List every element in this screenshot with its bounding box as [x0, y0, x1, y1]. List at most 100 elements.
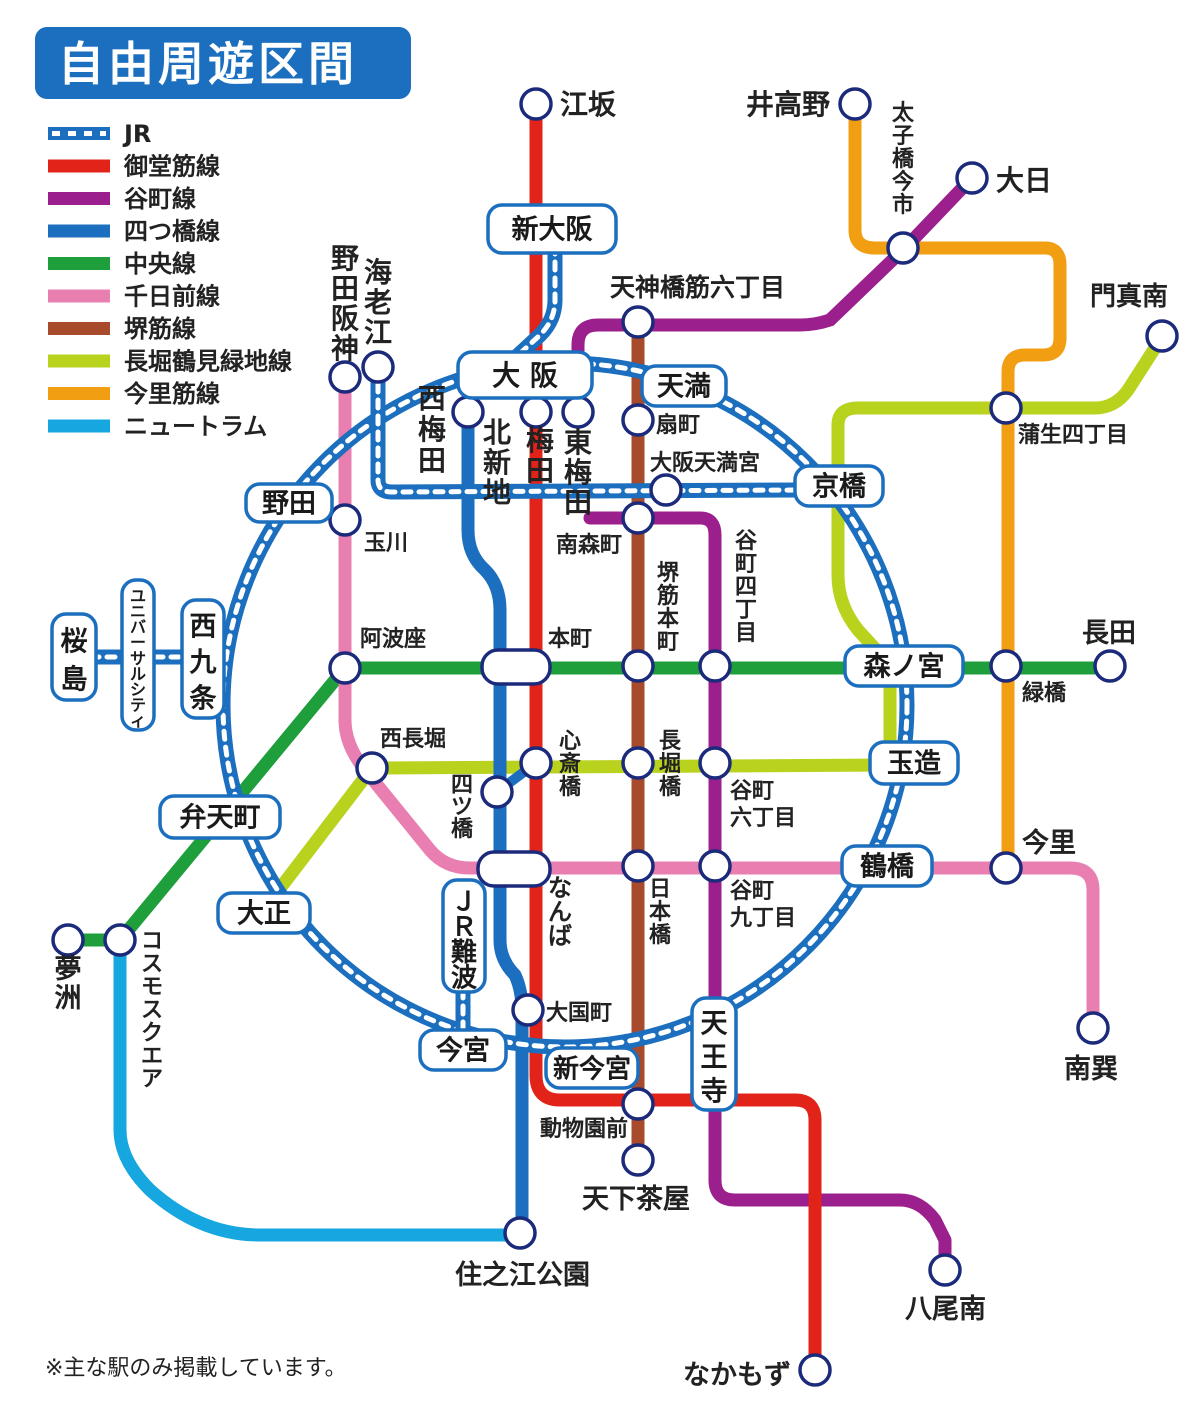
- text-idakano: 井高野: [746, 88, 830, 121]
- box-sakurajima: [50, 612, 98, 702]
- text-nishi-umeda: 西梅田: [418, 382, 446, 477]
- box-tsuruhashi: [840, 844, 934, 888]
- legend-label: 谷町線: [124, 185, 196, 213]
- station-nipponbashi: [621, 849, 655, 883]
- text-imazato: 今里: [1022, 827, 1076, 859]
- station-shinsaibashi: [519, 746, 553, 780]
- station-umeda: [519, 395, 553, 429]
- legend-label: JR: [122, 120, 151, 148]
- midosuji-line: [529, 99, 822, 1377]
- text-tanimachi9: 谷町九丁目: [729, 879, 796, 931]
- text-honmachi: 本町: [548, 627, 592, 652]
- station-dobutsuen: [621, 1087, 655, 1121]
- box-jr-namba: [441, 878, 487, 994]
- line-icon: [48, 159, 110, 173]
- text-midoribashi: 緑橋: [1022, 680, 1067, 706]
- box-taisho: [216, 891, 312, 935]
- label-kyobashi: 京橋: [812, 471, 867, 503]
- text-cosmo: コスモスクエア: [141, 929, 163, 1092]
- legend-label: 堺筋線: [124, 315, 196, 343]
- text-kita-shinchi: 北新地: [483, 416, 511, 509]
- text-nipponbashi: 日本橋: [649, 877, 672, 948]
- station-esaka: [519, 87, 553, 121]
- sennichimae-line: [338, 371, 1100, 1035]
- legend-label: 四つ橋線: [124, 218, 220, 246]
- text-dobutsuen: 動物園前: [540, 1116, 628, 1142]
- text-taishibashi: 太子橋今市: [892, 101, 915, 218]
- label-tenma: 天満: [657, 372, 711, 403]
- text-yotsubashi-st: 四ツ橋: [451, 773, 474, 842]
- text-shinsaibashi: 心斎橋: [559, 729, 582, 800]
- jr-tozai-dashes: [375, 365, 803, 495]
- station-tenjinbashi: [621, 305, 655, 339]
- text-awaza: 阿波座: [360, 626, 426, 652]
- label-taisho: 大正: [237, 899, 291, 930]
- box-tenma: [640, 364, 728, 408]
- text-umeda: 梅田: [526, 424, 554, 487]
- station-higashi-umeda: [561, 395, 595, 429]
- station-minami-tatsumi: [1076, 1011, 1110, 1045]
- station-awaza: [328, 651, 362, 685]
- text-esaka: 江坂: [560, 88, 616, 121]
- box-tennoji: [690, 996, 738, 1112]
- legend-label: 御堂筋線: [123, 153, 220, 181]
- box-universal: [120, 578, 156, 732]
- station-tanimachi4: [698, 649, 732, 683]
- station-suminoe: [503, 1216, 537, 1250]
- yotsubashi-line: [461, 408, 529, 1242]
- station-taishibashi: [886, 231, 920, 265]
- station-dainichi: [955, 161, 989, 195]
- station-tanimachi6: [698, 746, 732, 780]
- box-bentencho: [158, 794, 282, 840]
- label-shin-imamiya: 新今宮: [553, 1053, 631, 1084]
- map-title: 自由周遊区間: [58, 37, 358, 91]
- box-kyobashi: [793, 464, 885, 508]
- box-imamiya: [418, 1028, 508, 1072]
- text-minami-morimachi: 南森町: [556, 532, 622, 558]
- legend-label: 千日前線: [124, 283, 220, 311]
- station-gamo: [989, 391, 1023, 425]
- box-shin-imamiya: [544, 1046, 640, 1090]
- box-shin-osaka: [486, 203, 618, 255]
- nagahori-line: [268, 333, 1167, 902]
- label-universal: ユニバーサルシティ: [130, 587, 146, 730]
- station-ogimachi: [621, 403, 655, 437]
- text-tamagawa: 玉川: [364, 531, 408, 556]
- legend-label: 長堀鶴見緑地線: [124, 348, 292, 376]
- jr-line-icon: [48, 127, 110, 140]
- imazatosuji-line: [848, 99, 1067, 875]
- station-yotsubashi-st: [480, 775, 514, 809]
- text-nagata: 長田: [1082, 618, 1136, 649]
- station-yumeshima: [51, 923, 85, 957]
- label-bentencho: 弁天町: [180, 803, 261, 834]
- station-nakamozu: [798, 1353, 832, 1387]
- station-honmachi: [480, 648, 552, 686]
- station-tamagawa: [328, 503, 362, 537]
- text-higashi-umeda: 東梅田: [564, 426, 592, 519]
- station-ebie: [361, 350, 395, 384]
- line-icon: [48, 289, 110, 303]
- label-shin-osaka: 新大阪: [512, 214, 593, 246]
- tanimachi-line: [571, 173, 977, 1277]
- text-gamo: 蒲生四丁目: [1018, 423, 1128, 448]
- jr-shinosaka-dashes: [497, 227, 558, 375]
- title-box: 自由周遊区間: [35, 27, 411, 99]
- box-osaka: [456, 350, 594, 400]
- label-nishikujo: 西九条: [190, 612, 218, 715]
- line-icon: [48, 224, 110, 238]
- label-tamatsukuri: 玉造: [887, 749, 941, 780]
- newtram-line: [113, 933, 527, 1242]
- station-tanimachi9: [698, 849, 732, 883]
- text-suminoe: 住之江公園: [455, 1259, 590, 1291]
- box-nishikujo: [180, 598, 226, 720]
- station-yao-minami: [928, 1253, 962, 1287]
- text-kadoma: 門真南: [1090, 282, 1168, 312]
- station-noda-hanshin: [328, 360, 362, 394]
- text-yumeshima: 夢洲: [55, 954, 82, 1014]
- label-noda: 野田: [262, 489, 316, 520]
- text-daikokucho: 大国町: [546, 1001, 612, 1026]
- text-yao-minami: 八尾南: [905, 1294, 986, 1325]
- label-morinomiya: 森ノ宮: [864, 651, 945, 683]
